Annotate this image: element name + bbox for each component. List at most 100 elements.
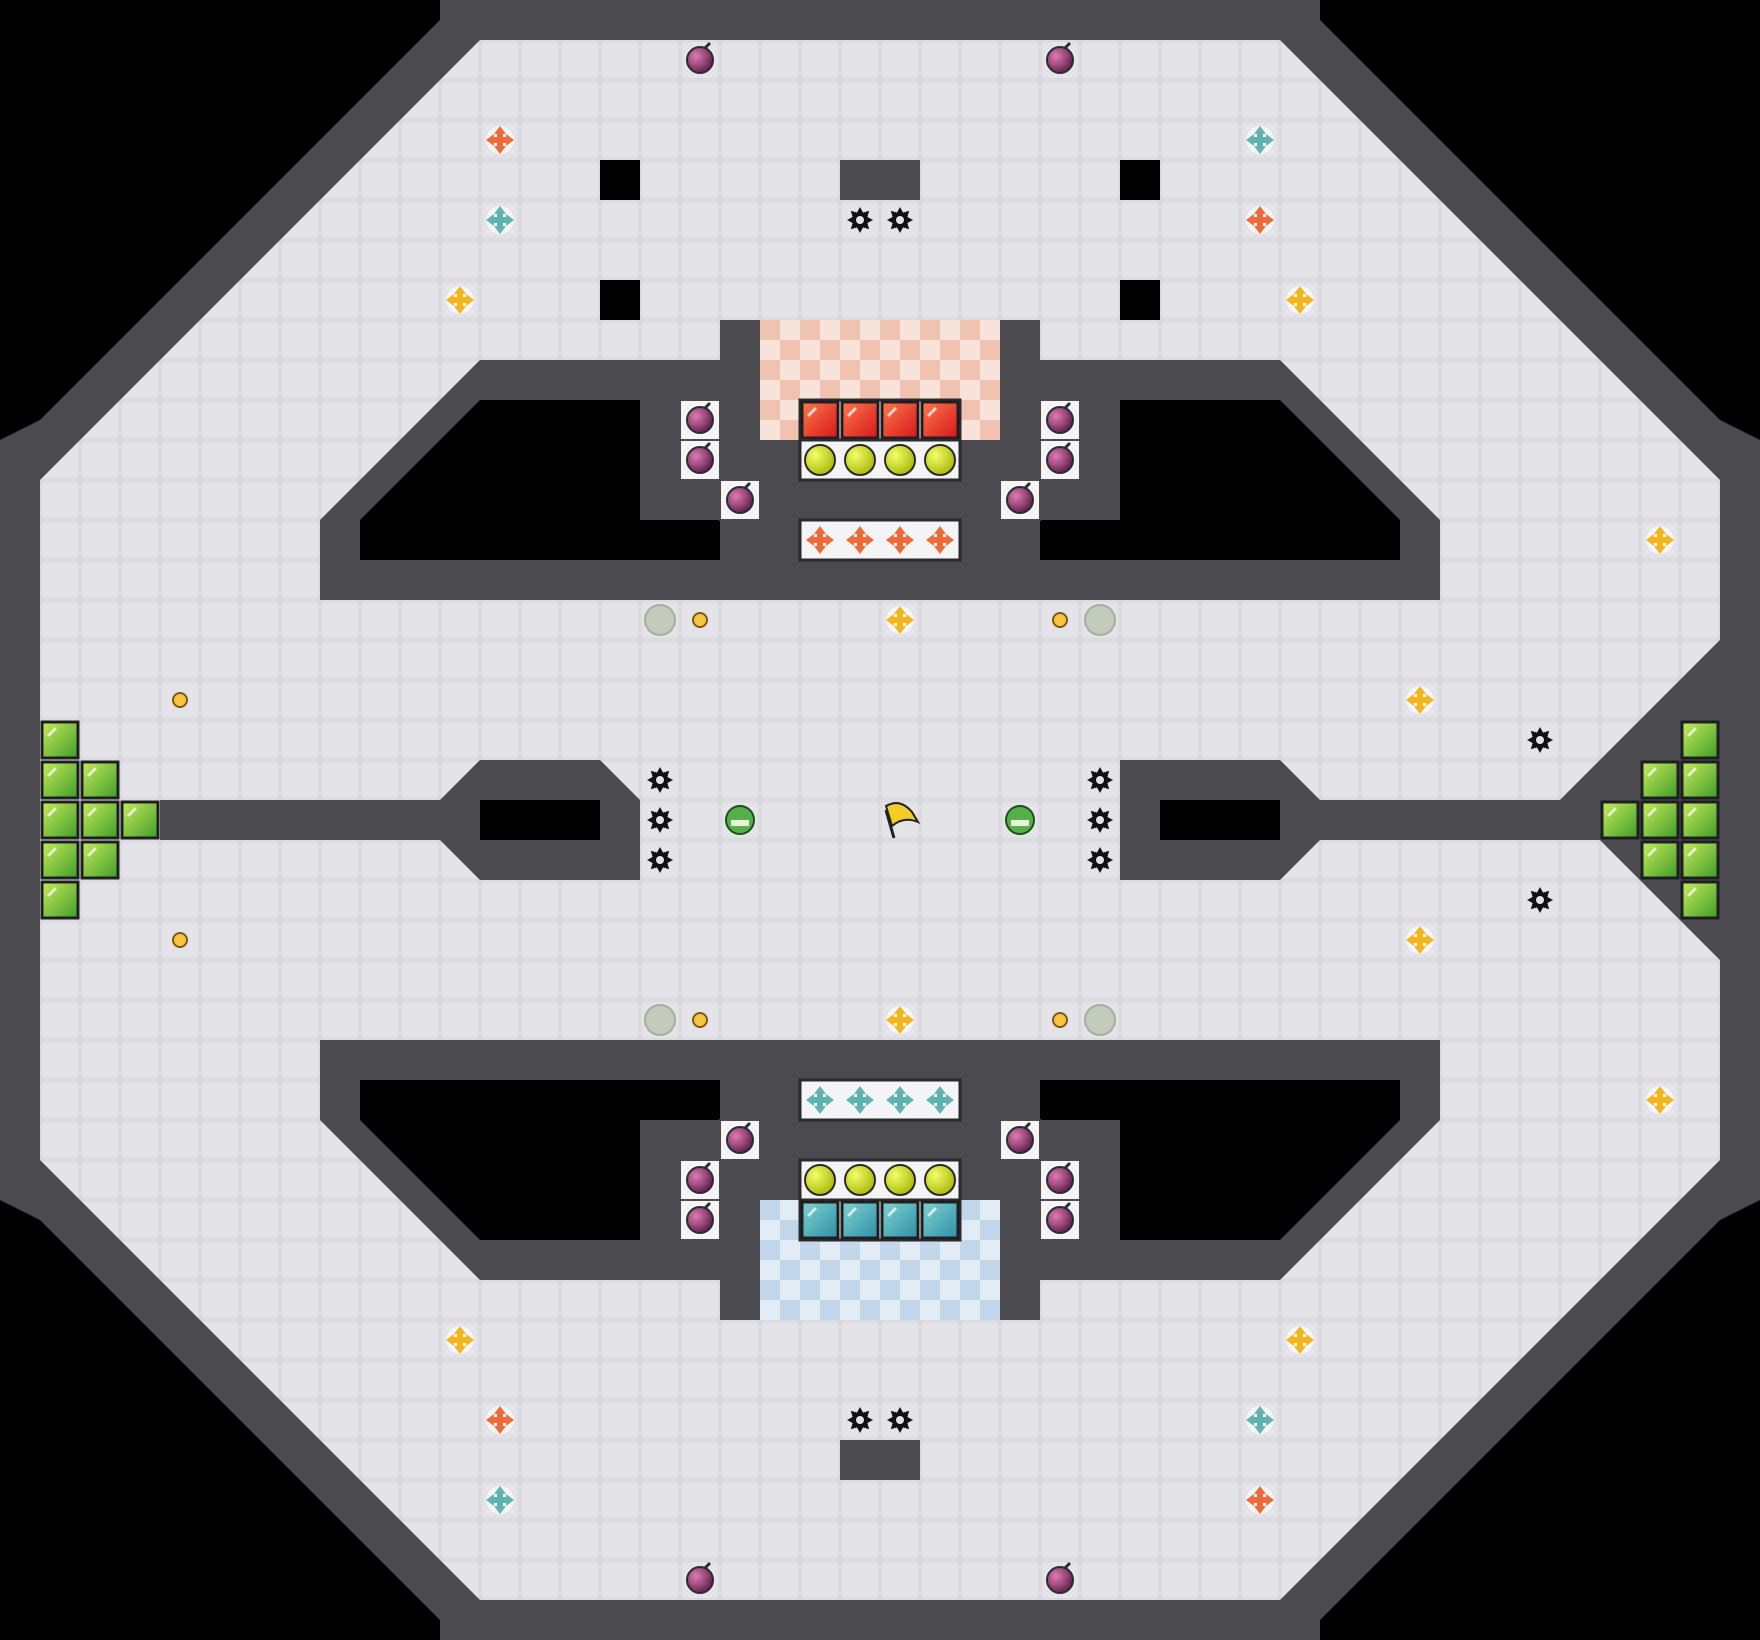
bomb-icon [719,1119,761,1161]
neutral-boost-icon [1406,686,1434,714]
blue-boost-icon [486,206,514,234]
green-block-icon [40,880,80,920]
gate-icon [644,1004,676,1036]
left-arm [160,760,640,880]
green-block-icon [1680,840,1720,880]
neutral-boost-icon [1406,926,1434,954]
red-endzone-tile [840,400,880,440]
green-block-icon [80,800,120,840]
bomb-icon [679,1159,721,1201]
right-arm [1120,760,1600,880]
yellow-flag-icon [884,802,921,839]
button-icon [924,1164,956,1196]
spike-icon [887,1407,913,1433]
powerup-icon [172,932,188,948]
blue-boost-icon [1246,1406,1274,1434]
upper-structure [320,320,1440,600]
bomb-icon [679,1199,721,1241]
spike-icon [647,767,673,793]
green-block-icon [40,840,80,880]
blue-endzone-tile [920,1200,960,1240]
button-icon [804,1164,836,1196]
red-boost-icon [926,526,954,554]
wall-block [840,160,920,200]
neutral-boost-icon [1286,286,1314,314]
spike-icon [1087,807,1113,833]
void-tiles [600,160,1160,320]
bomb-icon [1039,439,1081,481]
bomb-icon [1039,1199,1081,1241]
green-block-icon [1680,800,1720,840]
green-block-icon [1640,800,1680,840]
green-block-icon [80,840,120,880]
spike-icon [887,207,913,233]
spike-icon [1527,727,1553,753]
button-icon [804,444,836,476]
green-block-icon [1600,800,1640,840]
spike-icon [847,207,873,233]
bomb-icon [686,1561,714,1594]
green-block-icon [1640,760,1680,800]
red-endzone-tile [920,400,960,440]
right-wall-wedge [1560,640,1760,960]
red-boost-icon [846,526,874,554]
bomb-icon [1039,1159,1081,1201]
bomb-icon [686,41,714,74]
spike-icon [647,807,673,833]
button-icon [884,1164,916,1196]
blue-boost-icon [926,1086,954,1114]
spike-icon [1087,847,1113,873]
blue-boost-icon [486,1486,514,1514]
neutral-boost-icon [1646,1086,1674,1114]
red-boost-icon [1246,1486,1274,1514]
powerup-icon [692,1012,708,1028]
green-block-icon [80,760,120,800]
neutral-boost-icon [446,1326,474,1354]
spike-icon [1087,767,1113,793]
bomb-icon [999,479,1041,521]
neutral-boost-icon [446,286,474,314]
green-block-icon [1680,720,1720,760]
button-icon [884,444,916,476]
button-icon [844,444,876,476]
button-icon [924,444,956,476]
button-icon [844,1164,876,1196]
red-boost-icon [886,526,914,554]
blue-boost-icon [886,1086,914,1114]
blue-boost-icon [1246,126,1274,154]
blue-boost-icon [806,1086,834,1114]
spike-icon [847,1407,873,1433]
bomb-icon [719,479,761,521]
gate-icon [1084,604,1116,636]
red-boost-icon [806,526,834,554]
portal-icon [725,805,755,835]
red-boost-icon [486,126,514,154]
gate-icon [1084,1004,1116,1036]
green-block-icon [40,760,80,800]
bomb-icon [679,439,721,481]
lower-structure [320,1040,1440,1320]
neutral-boost-icon [1646,526,1674,554]
wall-block [840,1440,920,1480]
bomb-icon [679,399,721,441]
green-block-icon [120,800,160,840]
blue-boost-icon [846,1086,874,1114]
green-block-icon [1680,880,1720,920]
red-endzone-tile [880,400,920,440]
powerup-icon [1052,612,1068,628]
blue-endzone-tile [800,1200,840,1240]
red-boost-icon [1246,206,1274,234]
neutral-boost-icon [1286,1326,1314,1354]
powerup-icon [1052,1012,1068,1028]
green-block-icon [40,720,80,760]
blue-endzone-tile [880,1200,920,1240]
neutral-boost-icon [886,606,914,634]
powerup-icon [172,692,188,708]
bomb-icon [1046,41,1074,74]
spike-icon [647,847,673,873]
gate-icon [644,604,676,636]
red-endzone-tile [800,400,840,440]
blue-endzone-tile [840,1200,880,1240]
bomb-icon [1046,1561,1074,1594]
